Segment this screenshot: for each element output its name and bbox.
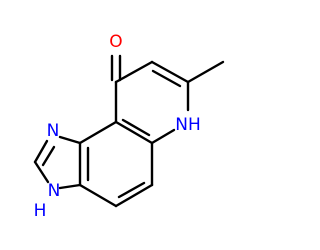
ring-nh-atom-label: NH bbox=[175, 115, 201, 135]
bond-n3-c3a bbox=[58, 183, 82, 190]
oxygen-atom-label: O bbox=[109, 32, 122, 52]
bond-c9-c8 bbox=[114, 60, 154, 84]
atom-labels: O NH N N H bbox=[34, 32, 201, 221]
bond-c9a-c5a bbox=[114, 120, 154, 145]
molecule-structure: O NH N N H bbox=[33, 32, 225, 221]
bond-c9a-c5a-inner bbox=[121, 118, 151, 137]
bond-c7-methyl bbox=[186, 60, 225, 84]
imidazole-nh-n-atom-label: N bbox=[48, 181, 61, 201]
bond-c4-c3a bbox=[78, 183, 118, 208]
bond-c9b-c9a bbox=[78, 120, 118, 145]
bond-c8-c7-inner bbox=[151, 69, 182, 88]
bond-n1-c2 bbox=[33, 139, 49, 164]
bond-c9b-n1 bbox=[58, 135, 82, 145]
bonds bbox=[33, 54, 225, 208]
bond-n6-c5a bbox=[150, 128, 176, 145]
bond-n1-c2-inner bbox=[41, 145, 56, 167]
bond-c5-c4-inner bbox=[117, 181, 146, 199]
bond-c2-n3 bbox=[33, 160, 50, 184]
imidazole-nh-h-atom-label: H bbox=[34, 201, 47, 221]
bond-c8-c7 bbox=[150, 60, 190, 84]
bond-c5-c4 bbox=[114, 183, 154, 208]
imidazole-n-atom-label: N bbox=[47, 121, 60, 141]
